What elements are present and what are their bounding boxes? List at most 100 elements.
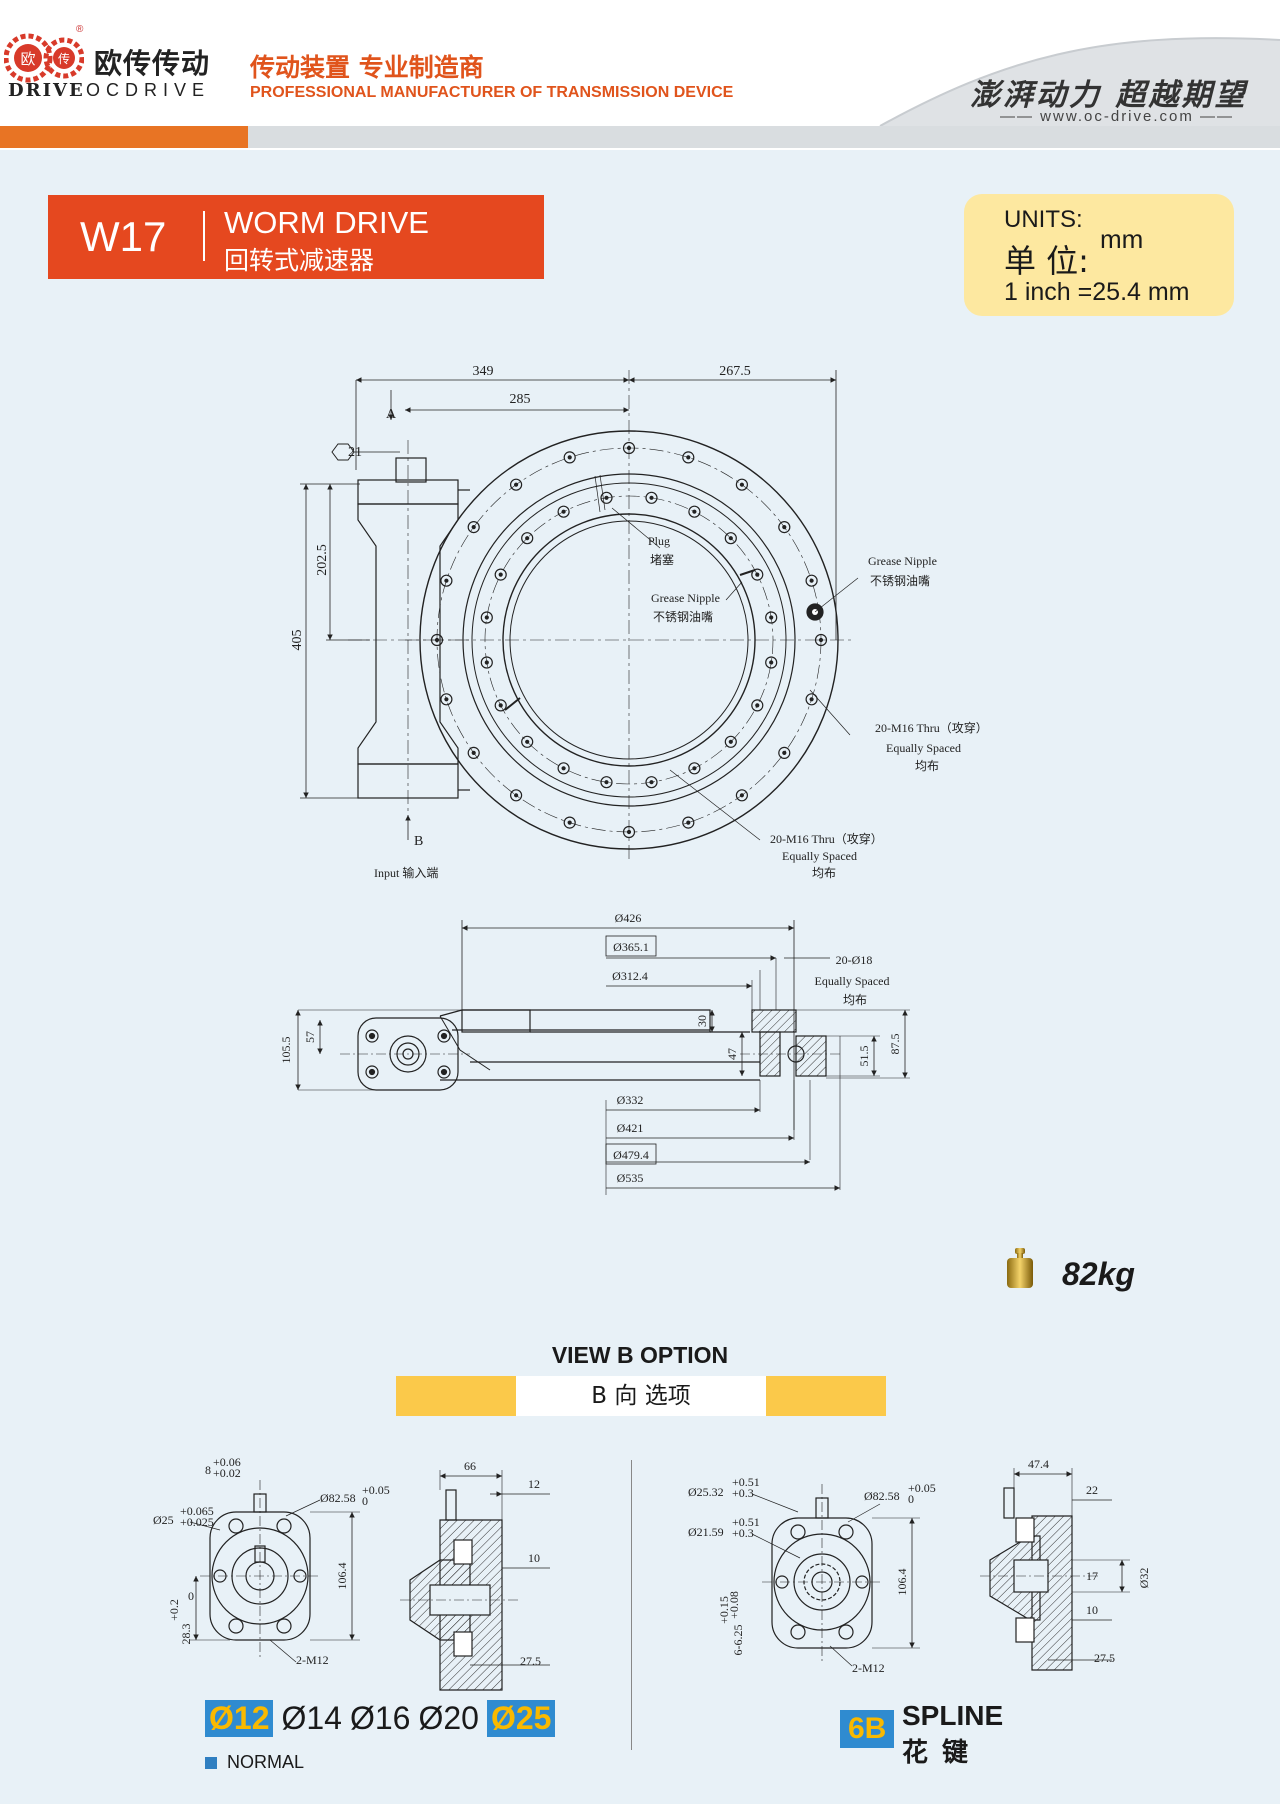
outer-bolt-hole bbox=[735, 478, 749, 491]
dim-87-5: 87.5 bbox=[888, 1034, 902, 1055]
inner-bolt-hole bbox=[765, 656, 778, 669]
units-box: UNITS: 单 位: mm 1 inch =25.4 mm bbox=[964, 194, 1234, 316]
hex-21: 21 bbox=[348, 445, 362, 460]
normal-legend: NORMAL bbox=[205, 1752, 304, 1773]
inner-bolt-hole bbox=[751, 568, 764, 581]
spl-sect-10: 10 bbox=[1086, 1603, 1098, 1617]
shaft-size-options: Ø12 Ø14 Ø16 Ø20 Ø25 bbox=[205, 1700, 556, 1737]
inner-bolt-hole-center bbox=[561, 509, 566, 514]
outer-bolt-hole-center bbox=[567, 820, 572, 825]
size-option-16[interactable]: Ø16 bbox=[349, 1700, 411, 1736]
outer-bolt-hole-center bbox=[513, 793, 519, 798]
inner-bolt-hole-center bbox=[769, 660, 774, 665]
spl-sect-d32: Ø32 bbox=[1137, 1568, 1151, 1589]
holes-cn: 均布 bbox=[843, 993, 867, 1007]
outer-bolt-holes bbox=[430, 441, 828, 839]
inner-bolt-hole bbox=[724, 532, 737, 545]
weight-icon bbox=[1007, 1248, 1033, 1288]
dim-267-5: 267.5 bbox=[719, 364, 751, 379]
outer-bolt-hole-center bbox=[686, 820, 691, 825]
outer-bolt-hole bbox=[622, 441, 636, 455]
option-normal-section bbox=[400, 1470, 550, 1691]
holes-spaced: Equally Spaced bbox=[815, 974, 890, 988]
thread-right-3: 均布 bbox=[915, 759, 939, 773]
dim-d479: Ø479.4 bbox=[613, 1148, 649, 1162]
inner-bolt-hole-center bbox=[755, 572, 760, 577]
dim-51-5: 51.5 bbox=[857, 1046, 871, 1067]
dim-349: 349 bbox=[473, 364, 494, 379]
size-option-20[interactable]: Ø20 bbox=[418, 1700, 479, 1736]
option-spline-section bbox=[980, 1468, 1130, 1671]
inner-bolt-hole-center bbox=[692, 766, 697, 771]
label-b: B bbox=[414, 834, 423, 849]
plug-en: Plug bbox=[648, 534, 670, 548]
inner-bolt-hole bbox=[751, 699, 764, 712]
inner-bolt-hole-center bbox=[498, 703, 503, 708]
product-name-cn: 回转式减速器 bbox=[224, 246, 375, 275]
inner-bolt-hole-center bbox=[769, 615, 774, 620]
normal-square-icon bbox=[205, 1756, 217, 1769]
size-option-14[interactable]: Ø14 bbox=[281, 1700, 342, 1736]
inner-bolt-hole-center bbox=[649, 780, 654, 785]
thread-right-1: 20-M16 Thru（攻穿） bbox=[875, 720, 988, 735]
inner-bolt-hole bbox=[765, 611, 778, 624]
view-b-title: VIEW B OPTION bbox=[551, 1342, 729, 1368]
side-view bbox=[295, 920, 910, 1195]
inner-bolt-hole-center bbox=[692, 509, 697, 514]
inner-bolt-hole-center bbox=[728, 536, 733, 541]
dim-d421: Ø421 bbox=[617, 1121, 644, 1135]
shaft-d25: Ø25 bbox=[153, 1513, 174, 1527]
h28-tol-up: +0.2 bbox=[167, 1599, 181, 1621]
outer-bolt-hole bbox=[622, 825, 636, 839]
dim-30: 30 bbox=[695, 1015, 709, 1027]
side-view-labels: Ø426 Ø365.1 Ø312.4 20-Ø18 Equally Spaced… bbox=[279, 911, 902, 1185]
outer-bolt-hole-center bbox=[444, 578, 449, 583]
size-option-12[interactable]: Ø12 bbox=[205, 1700, 274, 1737]
inner-bolt-hole bbox=[645, 776, 658, 789]
inner-bolt-hole bbox=[494, 699, 507, 712]
outer-bolt-hole-center bbox=[626, 445, 632, 451]
units-conversion: 1 inch =25.4 mm bbox=[1004, 278, 1190, 306]
product-name-en: WORM DRIVE bbox=[224, 205, 429, 240]
key-tol-dn: +0.02 bbox=[213, 1466, 241, 1480]
outer-bolt-hole bbox=[440, 574, 453, 587]
outer-bolt-hole bbox=[430, 633, 444, 647]
outer-bolt-hole bbox=[735, 789, 749, 802]
model-number: W17 bbox=[80, 213, 167, 260]
outer-bolt-hole bbox=[563, 451, 576, 464]
spl-d21-tol-dn: +0.3 bbox=[732, 1526, 754, 1540]
outer-bolt-hole bbox=[805, 574, 818, 587]
view-b-title-cn: B 向 选项 bbox=[516, 1376, 766, 1416]
size-option-25[interactable]: Ø25 bbox=[486, 1700, 556, 1737]
sect-27-5: 27.5 bbox=[520, 1654, 541, 1668]
website-text: www.oc-drive.com bbox=[1040, 108, 1194, 125]
website-link[interactable]: —— www.oc-drive.com —— bbox=[1000, 108, 1235, 125]
header-orange-bar bbox=[0, 126, 248, 148]
input-label: Input 输入端 bbox=[374, 865, 438, 880]
option-normal-front bbox=[189, 1480, 360, 1663]
inner-bolt-hole-center bbox=[728, 739, 733, 744]
spl-sect-17: 17 bbox=[1086, 1569, 1098, 1583]
outer-bolt-hole-center bbox=[809, 697, 814, 702]
product-title-box: W17 WORM DRIVE 回转式减速器 bbox=[48, 195, 544, 279]
tagline-chinese: 传动装置 专业制造商 bbox=[250, 53, 484, 82]
thread-bottom-2: Equally Spaced bbox=[782, 849, 857, 863]
outer-bolt-hole bbox=[805, 693, 818, 706]
outer-bolt-hole-center bbox=[782, 524, 787, 530]
spl-pilot-tol-up: +0.05 bbox=[908, 1481, 936, 1495]
outer-bolt-hole-center bbox=[818, 637, 824, 643]
header: 欧 传 ® 欧传传动 DRIVE OCDRIVE 传动装置 专业制造商 PROF… bbox=[0, 0, 1280, 150]
spl-tol-up: +0.15 bbox=[717, 1596, 731, 1624]
outer-bolt-hole bbox=[563, 816, 576, 829]
inner-bolt-holes bbox=[480, 491, 778, 789]
header-swoosh bbox=[879, 37, 1280, 127]
dim-106-4: 106.4 bbox=[335, 1563, 349, 1590]
dim-28-3: 28.3 bbox=[179, 1624, 193, 1645]
inner-bolt-hole-center bbox=[604, 780, 609, 785]
dim-d535: Ø535 bbox=[617, 1171, 644, 1185]
outer-bolt-hole bbox=[467, 746, 480, 760]
spl-pilot: Ø82.58 bbox=[864, 1489, 900, 1503]
pilot-tol-dn: 0 bbox=[362, 1494, 368, 1508]
logo-badge-left: 欧 bbox=[20, 50, 35, 68]
top-view-labels: 349 267.5 285 A 21 202.5 405 Plug 堵塞 Gre… bbox=[290, 364, 988, 880]
